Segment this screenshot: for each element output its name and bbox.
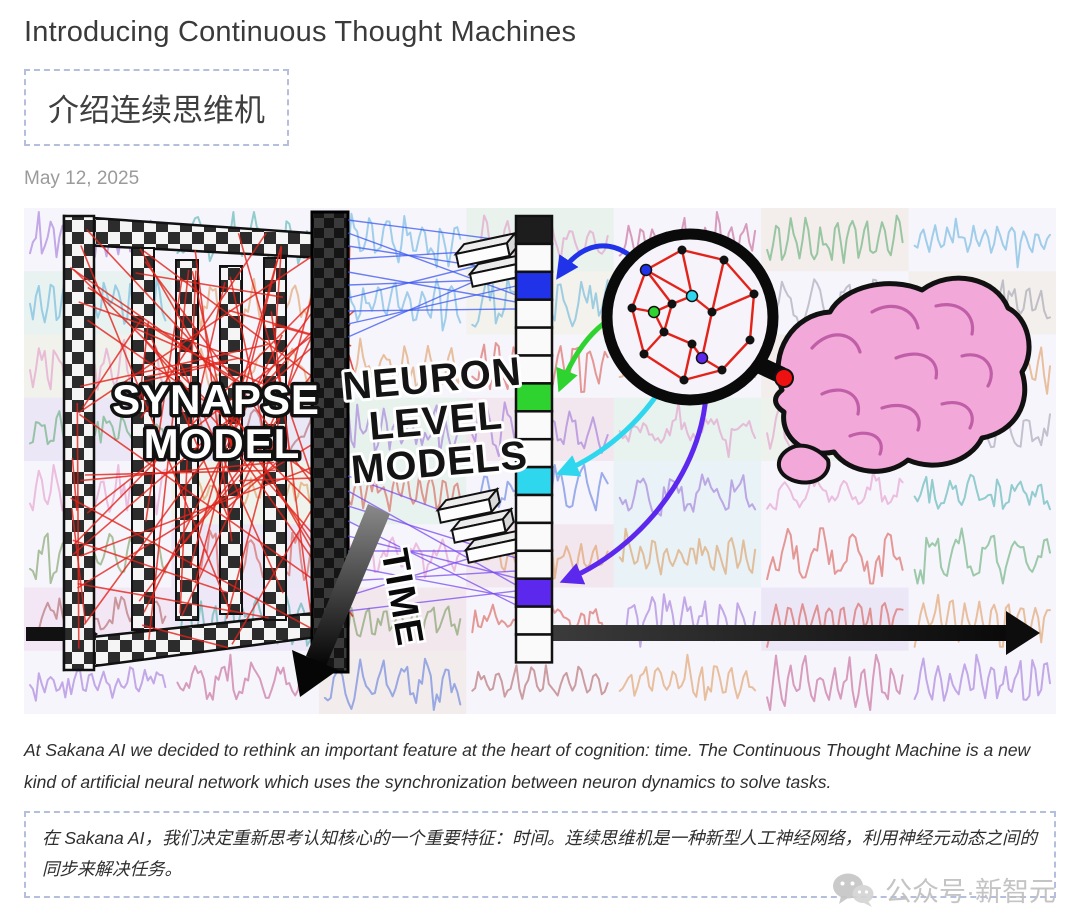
cyan-neuron-node [685, 289, 699, 303]
network-edges [630, 248, 756, 382]
intro-paragraph-zh-box: 在 Sakana AI，我们决定重新思考认知核心的一个重要特征：时间。连续思维机… [24, 810, 1056, 898]
page-title-zh: 介绍连续思维机 [48, 93, 265, 128]
intro-paragraph-en: At Sakana AI we decided to rethink an im… [24, 740, 1031, 793]
magnifier-network [601, 228, 794, 406]
neuron-level-models-label: NEURON LEVEL MODELS [338, 346, 533, 495]
green-neuron-node [647, 305, 661, 319]
time-arrow [292, 504, 390, 697]
brain-illustration [773, 275, 1032, 485]
focus-dot [774, 368, 794, 388]
hero-figure: TIME [24, 208, 1056, 714]
title-translation-box: 介绍连续思维机 [24, 69, 289, 146]
time-axis-arrow [544, 611, 1040, 655]
network-nodes [627, 245, 759, 385]
latent-column [514, 214, 554, 664]
purple-neuron-node [695, 351, 709, 365]
brain-folds [810, 303, 993, 456]
synapse-model-label-line2: MODEL [144, 420, 301, 467]
blue-neuron-node [639, 263, 653, 277]
ctm-architecture-illustration: TIME [24, 208, 1056, 714]
publish-date: May 12, 2025 [24, 168, 140, 189]
page-title: Introducing Continuous Thought Machines [24, 16, 577, 48]
intro-paragraph-zh: 在 Sakana AI，我们决定重新思考认知核心的一个重要特征：时间。连续思维机… [42, 827, 1037, 880]
synapse-model-label-line1: SYNAPSE [112, 376, 320, 423]
